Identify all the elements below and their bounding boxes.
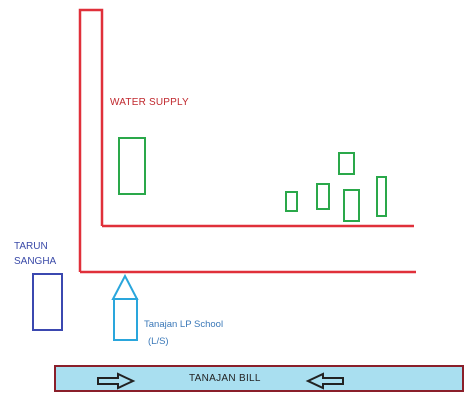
tarun-sangha-building	[32, 273, 63, 331]
school-label: Tanajan LP School	[144, 319, 224, 330]
tarun-sangha-label: SANGHA	[14, 256, 57, 267]
building	[285, 191, 298, 212]
tarun-sangha-label: TARUN	[14, 241, 48, 252]
building	[316, 183, 330, 210]
building	[343, 189, 360, 222]
arrow-right-icon	[97, 372, 136, 390]
school-roof	[111, 273, 139, 300]
water-supply-building	[118, 137, 146, 195]
school-building	[111, 273, 139, 341]
building	[376, 176, 387, 217]
arrow-left-icon	[305, 372, 344, 390]
school-body	[113, 298, 138, 341]
water-supply-label: WATER SUPPLY	[110, 97, 189, 108]
tanajan-bill-label: TANAJAN BILL	[189, 373, 261, 384]
school-label: (L/S)	[148, 336, 169, 347]
tanajan-bill-water	[54, 365, 464, 392]
building	[338, 152, 355, 175]
road-vertical	[78, 8, 104, 272]
